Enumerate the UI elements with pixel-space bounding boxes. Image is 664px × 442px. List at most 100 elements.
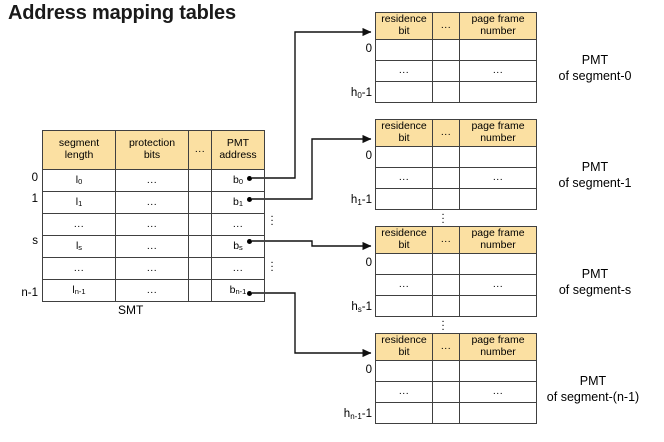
- pointer-dot-bn1: [247, 291, 252, 296]
- pmt-cell: [459, 253, 537, 275]
- pmt-cell: [459, 39, 537, 61]
- pmt-cell: [432, 167, 460, 189]
- smt-cell-address-n1: bn-1: [211, 279, 265, 302]
- pmt-cell: [459, 81, 537, 103]
- table-row: [375, 360, 537, 382]
- pmt-vertical-ellipsis-1: ...: [441, 206, 445, 226]
- table-row: [375, 146, 537, 168]
- smt-row-label-s: s: [32, 235, 38, 247]
- pmt-cell: [432, 188, 460, 210]
- smt-cell-address-4: ...: [211, 257, 265, 280]
- smt-cell-blank-0: [188, 169, 212, 192]
- pmt-cell: [432, 295, 460, 317]
- smt-header-ellipsis: ...: [188, 130, 212, 170]
- pmt-cell: [375, 39, 433, 61]
- smt-row-label-0: 0: [31, 172, 38, 184]
- table-row: l0 ... b0: [42, 169, 265, 192]
- smt-cell-address-0: b0: [211, 169, 265, 192]
- pmt-cell: [459, 295, 537, 317]
- table-row: [375, 188, 537, 210]
- pmtn-row-label-last: hn-1-1: [343, 408, 372, 421]
- pmts-row-label-first: 0: [365, 257, 372, 269]
- smt-hdr-prot-l1: protection: [128, 137, 176, 150]
- smt-cell-prot-4: ...: [115, 257, 189, 280]
- table-row: [375, 253, 537, 275]
- smt-cell-prot-s: ...: [115, 235, 189, 258]
- table-row: [375, 402, 537, 424]
- smt-header-protection-bits: protection bits: [115, 130, 189, 170]
- pmt-cell: ...: [375, 60, 433, 82]
- pmt-cell: ...: [375, 381, 433, 403]
- smt-cell-prot-1: ...: [115, 191, 189, 214]
- smt-table: segment length protection bits ... PMT a…: [42, 130, 265, 302]
- smt-cell-address-1: b1: [211, 191, 265, 214]
- smt-header-pmt-address: PMT address: [211, 130, 265, 170]
- pmt-cell: [432, 146, 460, 168]
- pmt-cell: ...: [375, 274, 433, 296]
- pmt-cell: ...: [459, 274, 537, 296]
- table-row: ......: [375, 60, 537, 82]
- pmt-cell: [459, 146, 537, 168]
- table-row: [375, 295, 537, 317]
- smt-cell-length-2: ...: [42, 213, 116, 236]
- smt-hdr-pmt-l2: address: [219, 149, 257, 161]
- pmt-cell: [375, 402, 433, 424]
- page-title: Address mapping tables: [8, 2, 236, 24]
- smt-hdr-pmt-l1: PMT: [226, 137, 250, 150]
- pmt-vertical-ellipsis-2: ...: [441, 313, 445, 333]
- pmt-header-ellipsis: ...: [432, 226, 460, 254]
- pointer-dot-b0: [247, 176, 252, 181]
- pmt-cell: [375, 188, 433, 210]
- table-row: [375, 81, 537, 103]
- pmt0-row-label-first: 0: [365, 43, 372, 55]
- smt-cell-blank-s: [188, 235, 212, 258]
- smt-cell-length-s: ls: [42, 235, 116, 258]
- table-row: ......: [375, 274, 537, 296]
- smt-hdr-seg-l2: length: [64, 149, 94, 161]
- pmt-cell: ...: [459, 60, 537, 82]
- pmt1-row-label-last: h1-1: [350, 194, 372, 207]
- smt-cell-prot-n1: ...: [115, 279, 189, 302]
- pmt-cell: [375, 360, 433, 382]
- pmt-cell: [432, 253, 460, 275]
- table-row: [375, 39, 537, 61]
- smt-hdr-prot-l2: bits: [143, 149, 161, 161]
- smt-cell-length-n1: ln-1: [42, 279, 116, 302]
- pmt-cell: [375, 295, 433, 317]
- table-row: ......: [375, 381, 537, 403]
- pointer-dot-b1: [247, 197, 252, 202]
- pointer-dot-bs: [247, 239, 252, 244]
- smt-header-segment-length: segment length: [42, 130, 116, 170]
- pmt-cell: [432, 60, 460, 82]
- pmt-cell: [432, 360, 460, 382]
- pmt-cell: [459, 360, 537, 382]
- smt-cell-length-4: ...: [42, 257, 116, 280]
- pmt-cell: [432, 381, 460, 403]
- smt-hdr-seg-l1: segment: [58, 137, 100, 150]
- pmt-header-ellipsis: ...: [432, 12, 460, 40]
- pmt-cell: [432, 39, 460, 61]
- smt-cell-prot-0: ...: [115, 169, 189, 192]
- pmt-cell: [459, 188, 537, 210]
- table-row: ... ... ...: [42, 213, 265, 236]
- connector-bs: [252, 240, 372, 251]
- pmtn-row-label-first: 0: [365, 364, 372, 376]
- pmt-cell: ...: [459, 167, 537, 189]
- pmt-cell: [375, 253, 433, 275]
- pmt-cell: [432, 81, 460, 103]
- table-row: l1 ... b1: [42, 191, 265, 214]
